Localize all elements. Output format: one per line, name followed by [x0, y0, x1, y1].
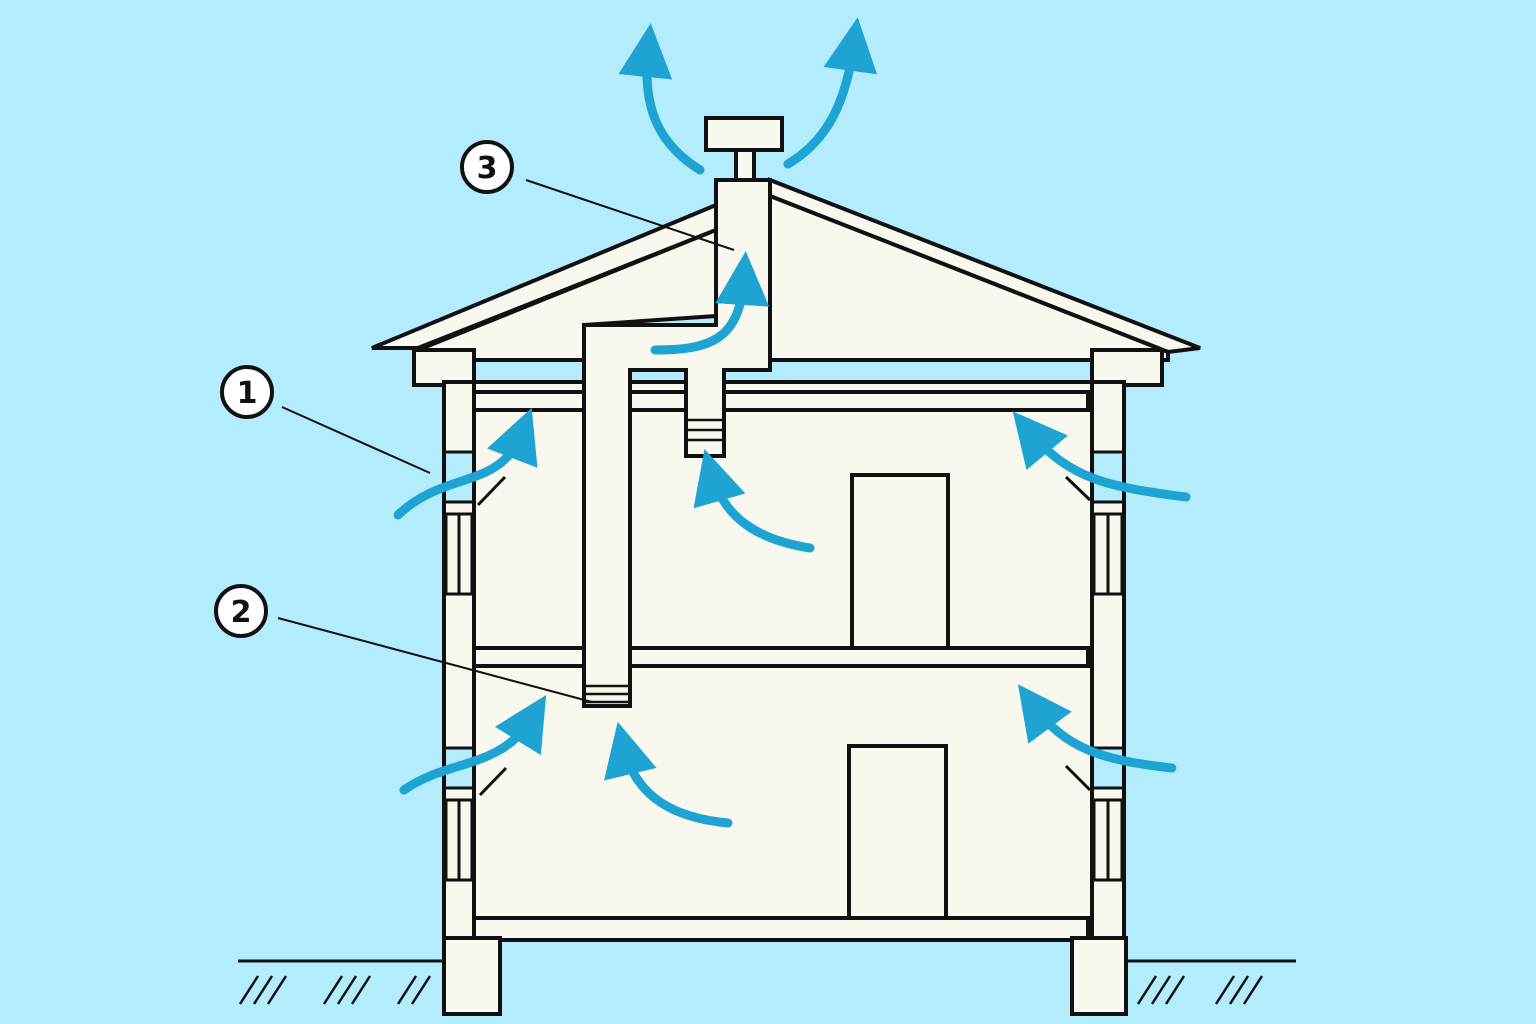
- exhaust-stack: [734, 148, 756, 182]
- attic-ceiling: [472, 390, 1090, 412]
- attic: [416, 193, 1170, 362]
- airflow-arrow-inlet-upper-right: [1012, 411, 1191, 502]
- callout-1-number: 1: [237, 376, 258, 411]
- vent-flap-lower-right: [1064, 764, 1092, 792]
- ground: [238, 959, 1296, 1005]
- vent-flap-lower-left: [478, 766, 508, 797]
- duct: [582, 178, 772, 708]
- callout-1: 1: [220, 365, 274, 419]
- leader-lines: [277, 179, 735, 703]
- ground-hatch-icon: [238, 975, 1264, 1005]
- vent-flap-upper-left: [476, 475, 507, 507]
- airflow-arrow-inlet-lower-right: [1017, 684, 1177, 773]
- foundation-left: [442, 936, 502, 1016]
- airflow-arrow-upper-room: [693, 449, 815, 553]
- callout-2-number: 2: [231, 595, 252, 630]
- callout-2: 2: [214, 584, 268, 638]
- exhaust-cap: [704, 116, 784, 152]
- airflow-arrow-exhaust-right: [783, 17, 878, 169]
- leader-line-2: [277, 617, 593, 703]
- windows: [444, 512, 1124, 882]
- eave-right: [1090, 348, 1164, 387]
- airflow-arrow-exhaust-left: [618, 23, 705, 175]
- ground-floor: [472, 916, 1090, 942]
- leader-line-3: [525, 179, 735, 251]
- airflow-arrow-inlet-lower-left: [399, 695, 547, 795]
- lower-door: [847, 744, 948, 920]
- leader-line-1: [281, 406, 431, 474]
- duct-system: [582, 116, 784, 708]
- vent-flap-upper-right: [1064, 475, 1092, 502]
- callout-3: 3: [460, 140, 514, 194]
- callout-3-number: 3: [477, 151, 498, 186]
- eave-left: [412, 348, 476, 387]
- airflow-arrow-inlet-upper-left: [393, 407, 538, 520]
- upper-door: [850, 473, 950, 650]
- foundation-right: [1070, 936, 1128, 1016]
- airflow-arrow-duct-up: [650, 251, 770, 355]
- airflow-arrow-lower-room: [604, 721, 733, 828]
- upper-floor: [472, 646, 1090, 668]
